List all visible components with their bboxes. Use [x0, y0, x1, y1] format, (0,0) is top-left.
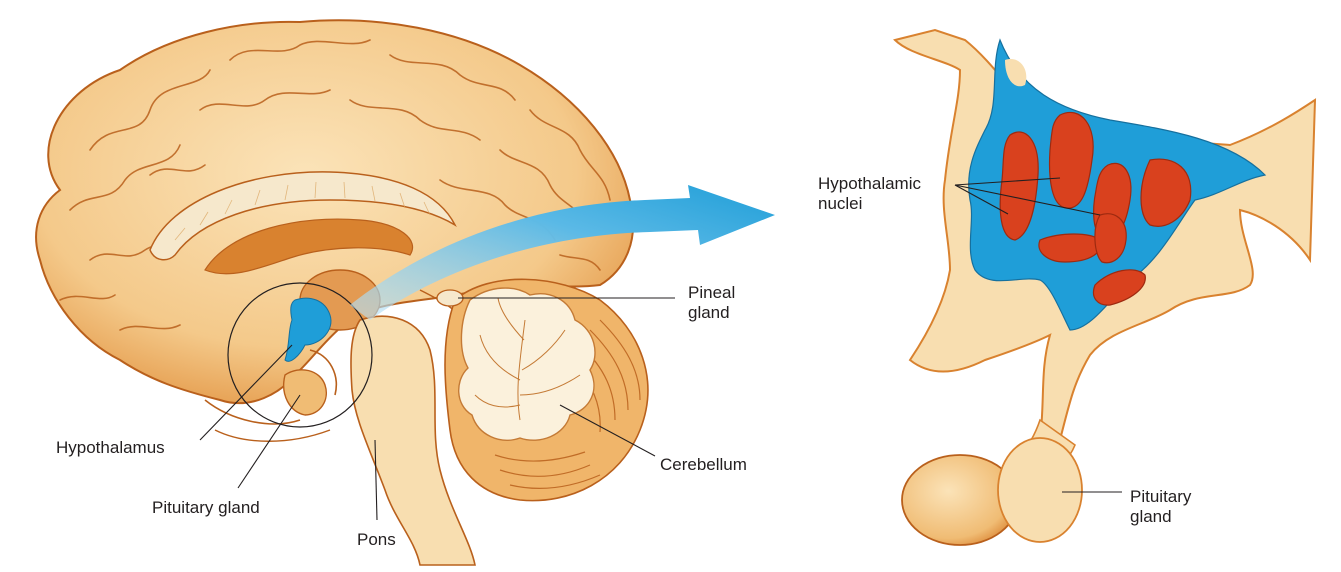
label-pineal-gland-line1: Pineal: [688, 283, 735, 303]
label-hypothalamus: Hypothalamus: [56, 438, 165, 458]
label-hypothalamic-nuclei-line1: Hypothalamic: [818, 174, 921, 194]
label-hypothalamic-nuclei: Hypothalamic nuclei: [818, 174, 921, 214]
label-hypothalamic-nuclei-line2: nuclei: [818, 194, 921, 214]
label-pituitary-gland-left: Pituitary gland: [152, 498, 260, 518]
leader-pituitary-left: [238, 395, 300, 488]
pituitary-posterior: [998, 438, 1082, 542]
label-pons: Pons: [357, 530, 396, 550]
pituitary-left: [284, 370, 327, 415]
label-pituitary-gland-right-line2: gland: [1130, 507, 1191, 527]
label-pituitary-gland-right: Pituitary gland: [1130, 487, 1191, 527]
label-cerebellum: Cerebellum: [660, 455, 747, 475]
label-pineal-gland: Pineal gland: [688, 283, 735, 323]
label-pituitary-gland-right-line1: Pituitary: [1130, 487, 1191, 507]
sagittal-brain: [36, 20, 648, 565]
hypothalamus-detail: [895, 30, 1315, 545]
label-pineal-gland-line2: gland: [688, 303, 735, 323]
